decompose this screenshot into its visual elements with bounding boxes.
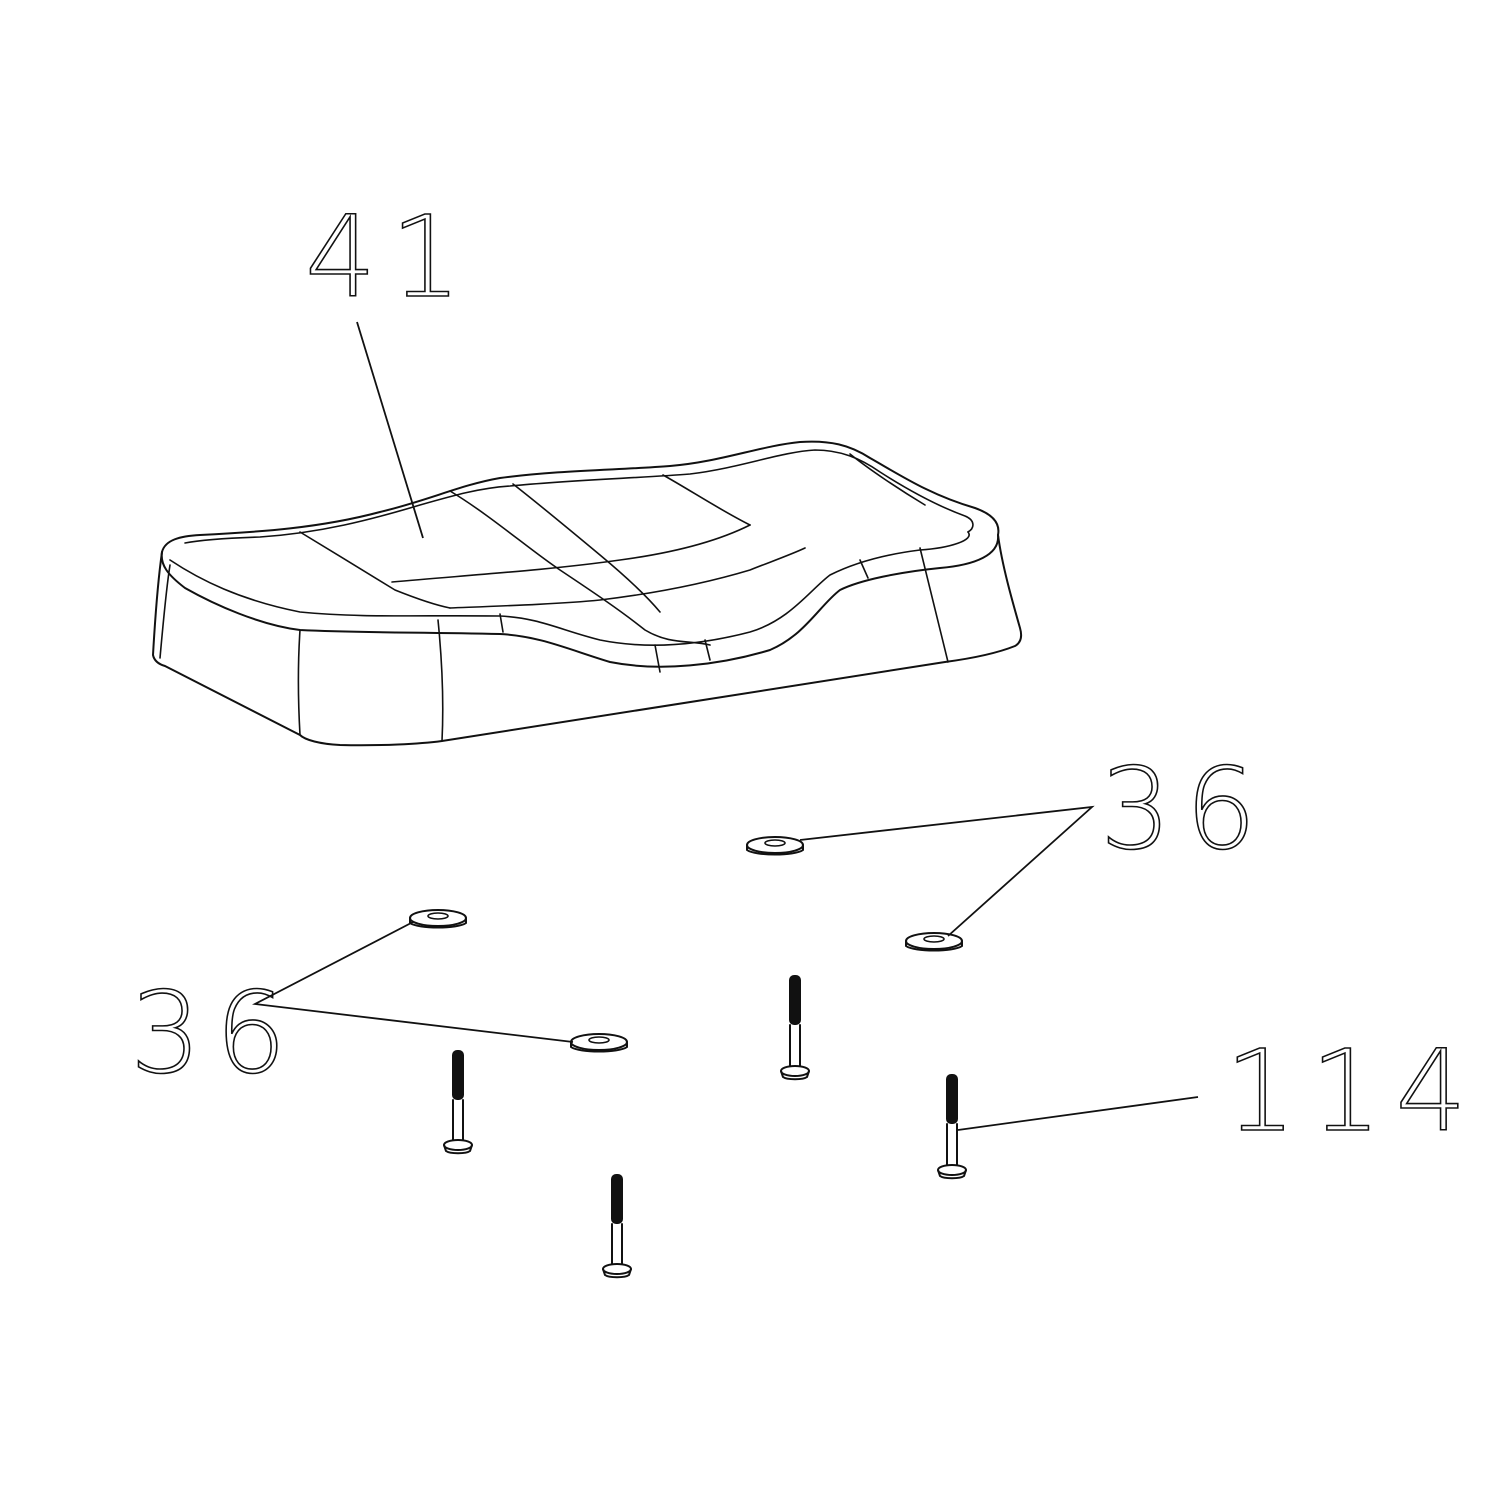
leader-114 — [957, 1096, 1199, 1131]
callout-36-left: 36 — [130, 969, 301, 1099]
seat-cushion — [152, 440, 1023, 747]
callout-41: 41 — [305, 193, 476, 323]
leader-36-left — [251, 921, 574, 1043]
bolt-right — [937, 1074, 967, 1180]
washer-right — [905, 932, 963, 952]
bolt-center-upper — [780, 975, 810, 1081]
bolt-center-lower — [602, 1174, 632, 1279]
washer-left — [409, 909, 467, 929]
washer-upper — [746, 836, 804, 856]
leader-41 — [356, 321, 424, 539]
leader-36-upper — [799, 805, 1095, 937]
callout-36-upper: 36 — [1100, 745, 1271, 875]
washer-center — [570, 1033, 628, 1053]
callout-114: 114 — [1225, 1027, 1481, 1157]
bolt-left — [443, 1050, 473, 1155]
